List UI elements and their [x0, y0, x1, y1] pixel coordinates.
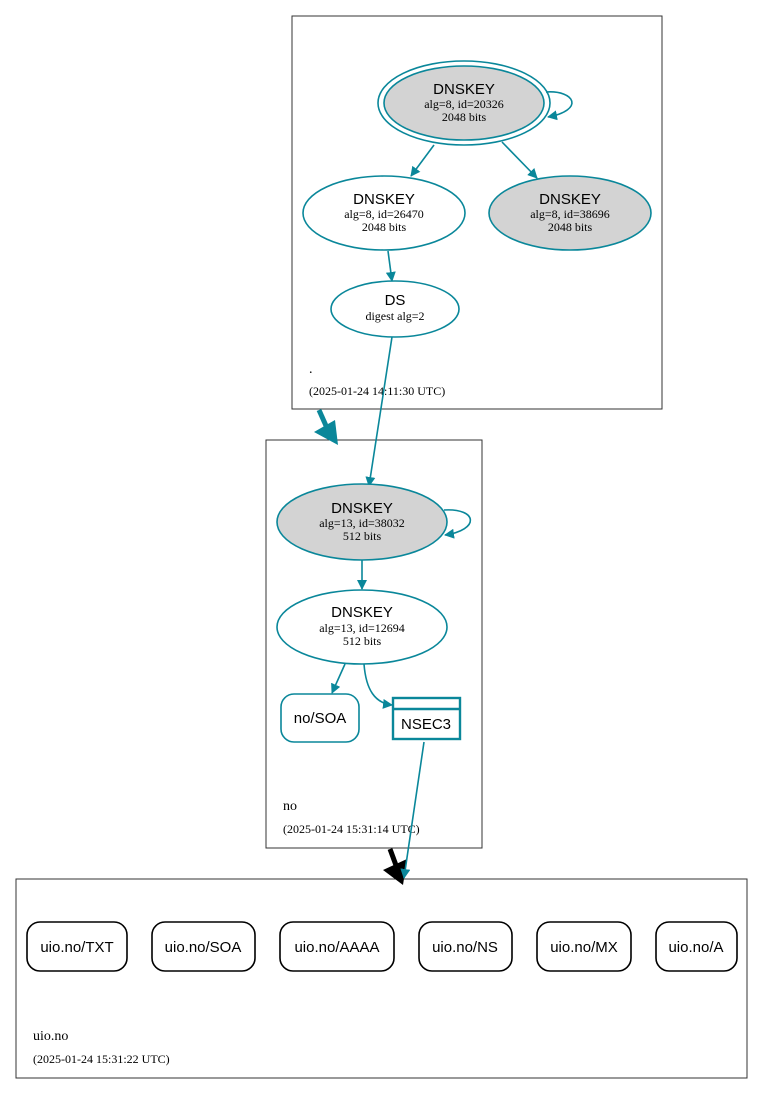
- rrset-label: uio.no/TXT: [40, 939, 113, 956]
- no-ksk-line2: 512 bits: [343, 529, 382, 543]
- root-ksk-title: DNSKEY: [433, 81, 495, 98]
- edge-nsec3-to-uio: [400, 741, 425, 879]
- node-uio-ns: uio.no/NS: [418, 921, 513, 972]
- delegation-root-to-no: [314, 408, 338, 445]
- edge-no-zsk-to-soa: [331, 663, 346, 694]
- root-zsk2-line1: alg=8, id=38696: [530, 207, 610, 221]
- root-zsk1-line2: 2048 bits: [362, 220, 407, 234]
- no-ds-line1: digest alg=2: [365, 309, 424, 323]
- edge-root-zsk1-to-ds: [385, 250, 396, 282]
- node-uio-txt: uio.no/TXT: [26, 921, 128, 972]
- node-uio-mx: uio.no/MX: [536, 921, 632, 972]
- node-no-ksk: DNSKEY alg=13, id=38032 512 bits: [276, 483, 448, 561]
- rrset-label: uio.no/AAAA: [294, 939, 379, 956]
- node-no-soa: no/SOA: [280, 693, 360, 743]
- no-soa-label: no/SOA: [294, 710, 347, 727]
- node-uio-aaaa: uio.no/AAAA: [279, 921, 395, 972]
- root-zsk2-title: DNSKEY: [539, 191, 601, 208]
- nsec3-label: NSEC3: [401, 716, 451, 733]
- rrset-label: uio.no/SOA: [165, 939, 242, 956]
- rrset-label: uio.no/A: [668, 939, 723, 956]
- zone-uio: uio.no (2025-01-24 15:31:22 UTC): [15, 878, 748, 1079]
- edge-no-ksk-self: [443, 509, 472, 539]
- rrset-label: uio.no/NS: [432, 939, 498, 956]
- edge-no-zsk-to-nsec3: [363, 663, 393, 709]
- edges: [331, 91, 573, 879]
- node-root-zsk2: DNSKEY alg=8, id=38696 2048 bits: [488, 175, 652, 251]
- root-zsk1-title: DNSKEY: [353, 191, 415, 208]
- root-ksk-line2: 2048 bits: [442, 110, 487, 124]
- edge-root-ksk-to-zsk1: [410, 144, 435, 177]
- no-zsk-line1: alg=13, id=12694: [319, 621, 405, 635]
- no-zsk-line2: 512 bits: [343, 634, 382, 648]
- zone-uio-name: uio.no: [33, 1029, 68, 1044]
- zone-root-timestamp: (2025-01-24 14:11:30 UTC): [309, 384, 445, 398]
- zone-uio-border: [15, 878, 748, 1079]
- no-ksk-line1: alg=13, id=38032: [319, 516, 405, 530]
- rrset-label: uio.no/MX: [550, 939, 618, 956]
- no-zsk-title: DNSKEY: [331, 604, 393, 621]
- node-no-ds: DS digest alg=2: [330, 280, 460, 338]
- edge-ds-to-no-ksk: [365, 336, 393, 487]
- node-root-zsk1: DNSKEY alg=8, id=26470 2048 bits: [302, 175, 466, 251]
- root-ksk-line1: alg=8, id=20326: [424, 97, 504, 111]
- node-uio-a: uio.no/A: [655, 921, 738, 972]
- root-zsk2-line2: 2048 bits: [548, 220, 593, 234]
- node-nsec3: NSEC3: [391, 696, 462, 741]
- no-ksk-title: DNSKEY: [331, 500, 393, 517]
- edge-root-ksk-self: [545, 91, 573, 121]
- node-root-ksk: DNSKEY alg=8, id=20326 2048 bits: [377, 60, 551, 146]
- edge-root-ksk-to-zsk2: [501, 141, 538, 179]
- zone-no-name: no: [283, 799, 297, 814]
- zone-root-name: .: [309, 362, 313, 377]
- node-no-zsk: DNSKEY alg=13, id=12694 512 bits: [276, 589, 448, 665]
- root-zsk1-line1: alg=8, id=26470: [344, 207, 424, 221]
- zone-uio-timestamp: (2025-01-24 15:31:22 UTC): [33, 1052, 170, 1066]
- node-uio-soa: uio.no/SOA: [151, 921, 256, 972]
- no-ds-title: DS: [385, 292, 406, 309]
- zone-no-timestamp: (2025-01-24 15:31:14 UTC): [283, 822, 420, 836]
